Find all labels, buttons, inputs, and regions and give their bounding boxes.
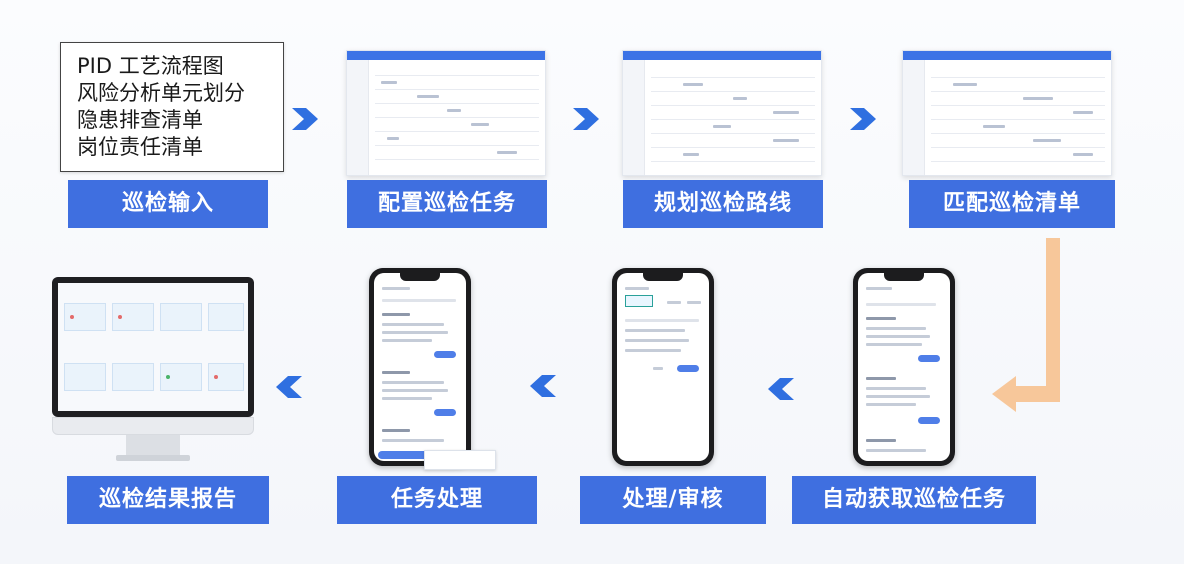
input-item-duty-list: 岗位责任清单 <box>77 135 203 159</box>
step-label-plan-route: 规划巡检路线 <box>623 180 823 228</box>
input-item-hazard-list: 隐患排查清单 <box>77 108 203 132</box>
monitor-chin <box>52 417 254 435</box>
step-label-result-report: 巡检结果报告 <box>67 476 269 524</box>
phone-auto-fetch-task <box>853 268 955 466</box>
chevron-left-icon <box>530 375 556 397</box>
input-item-pid: PID 工艺流程图 <box>77 54 224 78</box>
step-label-process-review: 处理/审核 <box>580 476 766 524</box>
step-label-match-list: 匹配巡检清单 <box>909 180 1115 228</box>
phone-process-review <box>612 268 714 466</box>
phone-task-handling <box>369 268 471 466</box>
chevron-right-icon <box>573 108 599 130</box>
chevron-right-icon <box>292 108 318 130</box>
plan-route-screenshot <box>622 50 822 176</box>
popup-hint <box>424 450 496 470</box>
chevron-left-icon <box>276 376 302 398</box>
input-list-box: PID 工艺流程图 风险分析单元划分 隐患排查清单 岗位责任清单 <box>60 42 284 172</box>
step-label-task-handling: 任务处理 <box>337 476 537 524</box>
chevron-right-icon <box>850 108 876 130</box>
step-label-auto-fetch: 自动获取巡检任务 <box>792 476 1036 524</box>
step-label-inspection-input: 巡检输入 <box>68 180 268 228</box>
elbow-arrow-icon <box>992 238 1060 412</box>
input-item-risk-unit: 风险分析单元划分 <box>77 81 245 105</box>
monitor-stand <box>126 435 180 457</box>
step-label-config-task: 配置巡检任务 <box>347 180 547 228</box>
monitor-report <box>52 277 254 417</box>
config-task-screenshot <box>346 50 546 176</box>
chevron-left-icon <box>768 378 794 400</box>
monitor-base <box>116 455 190 461</box>
match-list-screenshot <box>902 50 1112 176</box>
